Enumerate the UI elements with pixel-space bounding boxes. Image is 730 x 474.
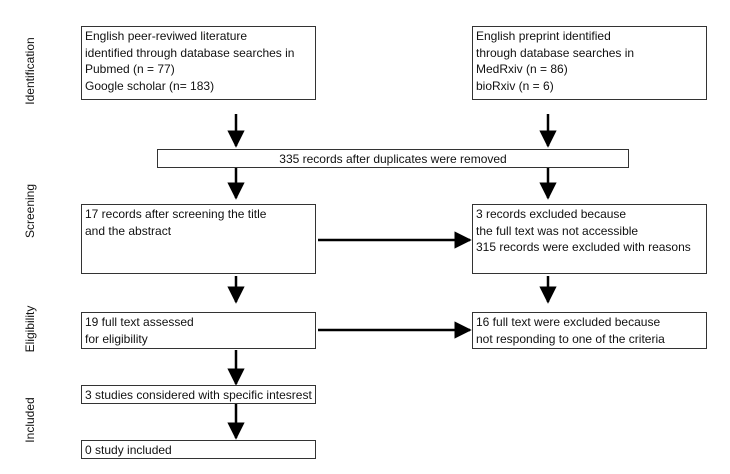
box-line: identified through database searches in [85,45,295,60]
box-line: English preprint identified [476,29,611,43]
box-records-screened: 17 records after screening the title and… [81,204,316,274]
box-records-excluded: 3 records excluded because the full text… [472,204,707,274]
box-line: through database searches in [476,45,635,60]
box-line: not responding to one of the criteria [476,331,665,346]
box-studies-included: 0 study included [81,440,316,459]
box-line: 335 records after duplicates were remove… [279,152,507,166]
box-preprint-identified: English preprint identified through data… [472,26,707,100]
box-fulltext-assessed: 19 full text assessed for eligibility [81,312,316,349]
box-duplicates-removed: 335 records after duplicates were remove… [157,149,629,168]
box-line: 315 records were excluded with reasons [476,240,691,254]
box-line: and the abstract [85,223,172,238]
box-line: bioRxiv (n = 6) [476,78,554,93]
box-line: the full text was not accessible [476,223,639,238]
box-fulltext-excluded: 16 full text were excluded because not r… [472,312,707,349]
box-line: Pubmed (n = 77) [85,62,175,76]
box-literature-identified: English peer-reviwed literature identifi… [81,26,316,100]
box-line: for eligibility [85,331,148,346]
box-line: English peer-reviwed literature [85,29,248,43]
box-line: 3 records excluded because [476,207,627,221]
box-line: 17 records after screening the title [85,207,267,221]
box-line: 0 study included [85,443,172,457]
box-line: MedRxiv (n = 86) [476,62,568,76]
box-line: 3 studies considered with specific intes… [85,388,312,402]
box-specific-interest: 3 studies considered with specific intes… [81,385,316,404]
box-line: 16 full text were excluded because [476,315,661,329]
box-line: 19 full text assessed [85,315,194,329]
box-line: Google scholar (n= 183) [85,78,215,93]
